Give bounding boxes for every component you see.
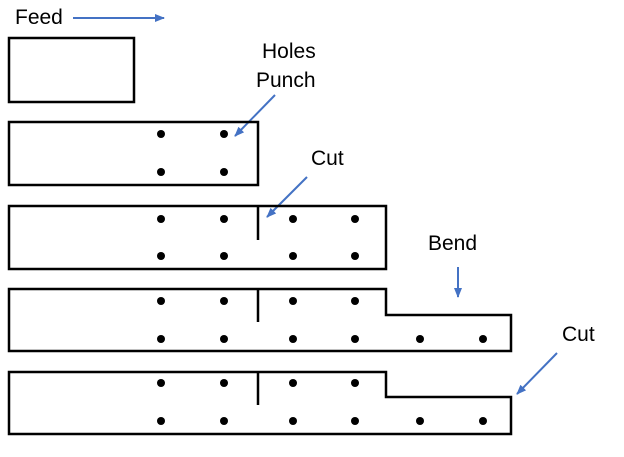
feed-label: Feed — [15, 6, 63, 29]
hole — [157, 168, 165, 176]
hole — [351, 252, 359, 260]
hole — [220, 252, 228, 260]
stage-cut — [7, 204, 388, 271]
holes-punch-arrow — [234, 94, 276, 137]
hole — [157, 335, 165, 343]
stage-holes-punch — [7, 120, 260, 187]
strip-outline — [7, 120, 260, 187]
strip-outline — [7, 204, 388, 271]
hole — [289, 417, 297, 425]
hole — [289, 379, 297, 387]
hole — [289, 297, 297, 305]
hole — [220, 297, 228, 305]
cut-label-2: Cut — [562, 323, 595, 346]
hole — [157, 252, 165, 260]
stage-final-cut — [7, 370, 513, 436]
cut-arrow-1 — [266, 176, 308, 218]
hole — [157, 417, 165, 425]
hole — [220, 417, 228, 425]
hole — [157, 297, 165, 305]
holes-punch-label-line2: Punch — [256, 69, 316, 92]
hole — [351, 215, 359, 223]
stage-bend — [7, 287, 513, 353]
holes-punch-label-line1: Holes — [262, 40, 316, 63]
strip-outline — [7, 287, 513, 353]
hole — [479, 335, 487, 343]
hole — [157, 379, 165, 387]
hole — [416, 335, 424, 343]
hole — [220, 168, 228, 176]
hole — [289, 252, 297, 260]
hole — [157, 215, 165, 223]
strip-outline — [7, 370, 513, 436]
cut-arrow-2 — [516, 352, 558, 395]
hole — [351, 379, 359, 387]
hole — [220, 215, 228, 223]
hole — [351, 335, 359, 343]
stage-feed-blank — [7, 36, 136, 104]
hole — [289, 335, 297, 343]
hole — [289, 215, 297, 223]
hole — [220, 379, 228, 387]
hole — [479, 417, 487, 425]
bend-label: Bend — [428, 232, 477, 255]
cut-label-1: Cut — [311, 147, 344, 170]
hole — [220, 335, 228, 343]
hole — [351, 417, 359, 425]
hole — [157, 130, 165, 138]
hole — [220, 130, 228, 138]
hole — [351, 297, 359, 305]
hole — [416, 417, 424, 425]
